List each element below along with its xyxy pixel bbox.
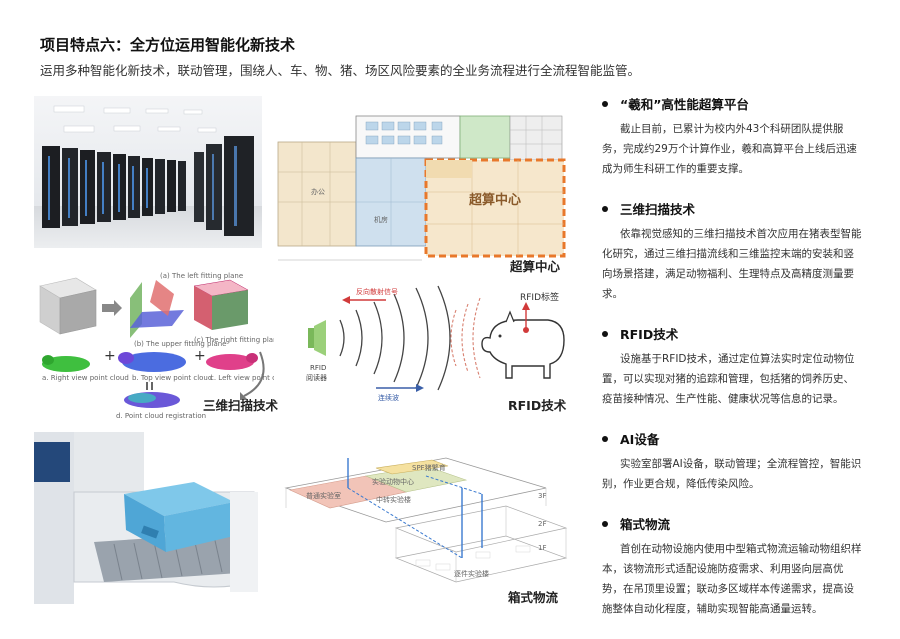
svg-text:+: + bbox=[104, 348, 116, 364]
plan-center-label: 超算中心 bbox=[469, 192, 521, 208]
floor-label: 2F bbox=[538, 520, 546, 528]
rfid-continuous-label: 连续波 bbox=[378, 393, 399, 402]
rfid-diagram: RFID 阅读器 反向散射信号 连续波 bbox=[300, 280, 570, 416]
feature-section: 三维扫描技术 依靠视觉感知的三维扫描技术首次应用在猪表型智能化研究，通过三维扫描… bbox=[602, 199, 864, 304]
section-heading: “羲和”高性能超算平台 bbox=[620, 97, 749, 112]
section-body: 实验室部署AI设备，联动管理；全流程管控，智能识别，作业更合规，降低传染风险。 bbox=[602, 458, 862, 490]
plan-room-label: 办公 bbox=[311, 187, 325, 196]
bullet-icon bbox=[602, 205, 608, 212]
feature-section: 箱式物流 首创在动物设施内使用中型箱式物流运输动物组织样本，该物流形式适配设施防… bbox=[602, 514, 864, 619]
feature-section: “羲和”高性能超算平台 截止目前，已累计为校内外43个科研团队提供服务，完成约2… bbox=[602, 94, 864, 179]
section-body: 设施基于RFID技术，通过定位算法实时定位动物位置，可以实现对猪的追踪和管理，包… bbox=[602, 353, 855, 405]
3d-scan-diagram: (a) The left fitting plane (b) The upper… bbox=[34, 272, 274, 420]
scan-label: (a) The left fitting plane bbox=[160, 272, 243, 280]
rfid-reflect-label: 反向散射信号 bbox=[356, 287, 398, 296]
scan-caption: 三维扫描技术 bbox=[203, 398, 279, 413]
section-heading: RFID技术 bbox=[620, 327, 679, 342]
floor-label: 3F bbox=[538, 492, 546, 500]
page-title: 项目特点六：全方位运用智能化新技术 bbox=[40, 36, 296, 54]
bullet-icon bbox=[602, 100, 608, 107]
scan-label: d. Point cloud registration bbox=[116, 412, 206, 420]
section-body: 依靠视觉感知的三维扫描技术首次应用在猪表型智能化研究，通过三维扫描流线和三维监控… bbox=[602, 228, 862, 300]
logistics-caption: 箱式物流 bbox=[508, 590, 559, 605]
box-logistics-photo bbox=[34, 432, 258, 604]
scan-label: (b) The upper fitting plane bbox=[134, 340, 226, 348]
bullet-icon bbox=[602, 435, 608, 442]
scan-label: b. Top view point cloud bbox=[132, 374, 212, 382]
feature-section: RFID技术 设施基于RFID技术，通过定位算法实时定位动物位置，可以实现对猪的… bbox=[602, 324, 864, 409]
section-body: 首创在动物设施内使用中型箱式物流运输动物组织样本，该物流形式适配设施防疫需求、利… bbox=[602, 543, 862, 615]
logistics-axonometric: SPF猪繁育 实验动物中心 中转实验楼 普通实验室 逐件实验楼 3F 2F 1F bbox=[276, 448, 576, 598]
logistics-label: 普通实验室 bbox=[306, 491, 341, 500]
section-heading: 箱式物流 bbox=[620, 517, 671, 532]
floor-label: 1F bbox=[538, 544, 546, 552]
logistics-label: 中转实验楼 bbox=[376, 495, 411, 504]
scan-label: c. Left view point cloud bbox=[210, 374, 274, 382]
feature-list: “羲和”高性能超算平台 截止目前，已累计为校内外43个科研团队提供服务，完成约2… bbox=[602, 94, 864, 639]
section-body: 截止目前，已累计为校内外43个科研团队提供服务，完成约29万个计算作业，羲和高算… bbox=[602, 123, 857, 175]
section-heading: AI设备 bbox=[620, 432, 660, 447]
bullet-icon bbox=[602, 330, 608, 337]
logistics-label: SPF猪繁育 bbox=[412, 463, 446, 472]
rfid-reader-label: 阅读器 bbox=[306, 373, 327, 382]
logistics-label: 实验动物中心 bbox=[372, 477, 414, 486]
section-heading: 三维扫描技术 bbox=[620, 202, 696, 217]
bullet-icon bbox=[602, 520, 608, 527]
feature-section: AI设备 实验室部署AI设备，联动管理；全流程管控，智能识别，作业更合规，降低传… bbox=[602, 429, 864, 494]
rfid-reader-label: RFID bbox=[310, 364, 326, 372]
svg-text:+: + bbox=[194, 348, 206, 364]
scan-label: a. Right view point cloud bbox=[42, 374, 129, 382]
plan-caption: 超算中心 bbox=[510, 259, 561, 274]
logistics-label: 逐件实验楼 bbox=[454, 569, 489, 578]
page-subtitle: 运用多种智能化新技术，联动管理，围绕人、车、物、猪、场区风险要素的全业务流程进行… bbox=[40, 63, 641, 78]
supercomputing-floor-plan: 超算中心 办公 机房 bbox=[272, 112, 568, 274]
plan-room-label: 机房 bbox=[374, 215, 388, 224]
rfid-caption: RFID技术 bbox=[508, 398, 567, 413]
server-room-photo bbox=[34, 96, 262, 248]
scan-label: (c) The right fitting plane bbox=[194, 336, 274, 344]
rfid-tag-label: RFID标签 bbox=[520, 291, 559, 303]
